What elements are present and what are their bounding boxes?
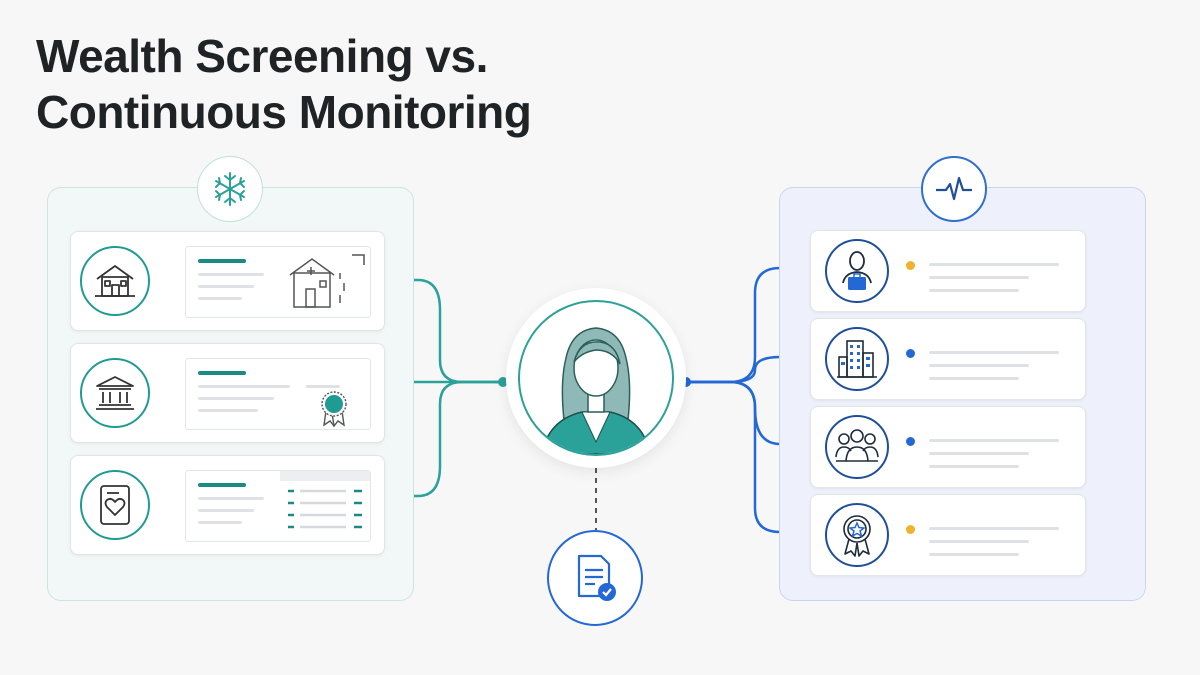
asset-card-property[interactable] [70,231,385,331]
status-dot-blue [906,437,915,446]
snowflake-icon [215,172,245,206]
page-title: Wealth Screening vs. Continuous Monitori… [36,28,532,140]
network-icon-circle [825,415,889,479]
pulse-icon [936,176,972,201]
asset-card-financial[interactable] [70,343,385,443]
connector-right-4 [686,380,810,534]
title-line-2: Continuous Monitoring [36,86,532,138]
financial-document [185,358,371,430]
philanthropy-document [185,470,371,542]
title-line-1: Wealth Screening vs. [36,30,488,82]
prospect-hub [506,288,686,468]
business-icon-circle [825,327,889,391]
award-seal-icon [321,391,347,427]
status-dot-amber [906,261,915,270]
property-document [185,246,371,318]
snapshot-badge [197,156,263,222]
person-avatar-icon [541,327,651,454]
person-briefcase-icon [842,251,872,290]
connector-right-2 [686,355,810,384]
badge-star-icon [843,515,871,557]
table-list-icon [280,471,370,529]
property-icon-circle [80,246,150,316]
heart-card-icon [100,485,130,525]
office-building-icon [837,340,877,378]
live-badge [921,156,987,222]
property-sketch-icon [289,254,365,308]
prospect-avatar-frame [518,300,674,456]
monitor-card-network[interactable] [810,406,1086,488]
recognition-icon-circle [825,503,889,567]
philanthropy-icon-circle [80,470,150,540]
monitor-card-recognition[interactable] [810,494,1086,576]
document-check-icon [577,554,616,601]
house-icon [95,265,135,297]
employment-icon-circle [825,239,889,303]
monitor-card-business[interactable] [810,318,1086,400]
monitor-card-employment[interactable] [810,230,1086,312]
connector-left-node [498,377,508,387]
status-dot-blue [906,349,915,358]
connector-left-3 [383,380,503,498]
group-icon [835,429,879,462]
report-badge[interactable] [547,530,643,626]
status-dot-amber [906,525,915,534]
bank-icon [96,376,134,410]
asset-card-philanthropy[interactable] [70,455,385,555]
financial-icon-circle [80,358,150,428]
